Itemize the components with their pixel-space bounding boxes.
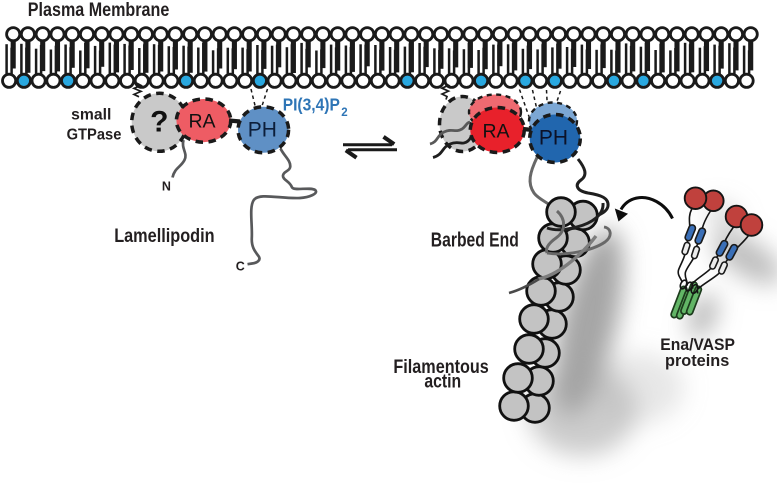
svg-text:PI(3,4)P: PI(3,4)P	[283, 94, 340, 114]
svg-text:RA: RA	[482, 121, 509, 143]
svg-text:RA: RA	[188, 110, 215, 132]
svg-text:2: 2	[341, 107, 347, 119]
svg-text:actin: actin	[424, 371, 461, 393]
svg-text:Ena/VASP: Ena/VASP	[660, 336, 735, 354]
svg-text:Barbed End: Barbed End	[431, 229, 519, 251]
svg-text:Lamellipodin: Lamellipodin	[114, 225, 214, 247]
svg-text:N: N	[162, 180, 171, 194]
svg-text:PH: PH	[248, 118, 277, 141]
svg-text:small: small	[71, 106, 111, 123]
svg-text:proteins: proteins	[665, 352, 729, 370]
svg-text:C: C	[236, 259, 245, 273]
svg-text:Plasma Membrane: Plasma Membrane	[28, 0, 170, 21]
svg-text:Filamentous: Filamentous	[393, 356, 489, 378]
svg-text:GTPase: GTPase	[67, 126, 122, 143]
svg-text:?: ?	[150, 106, 168, 139]
svg-text:PH: PH	[539, 127, 568, 150]
